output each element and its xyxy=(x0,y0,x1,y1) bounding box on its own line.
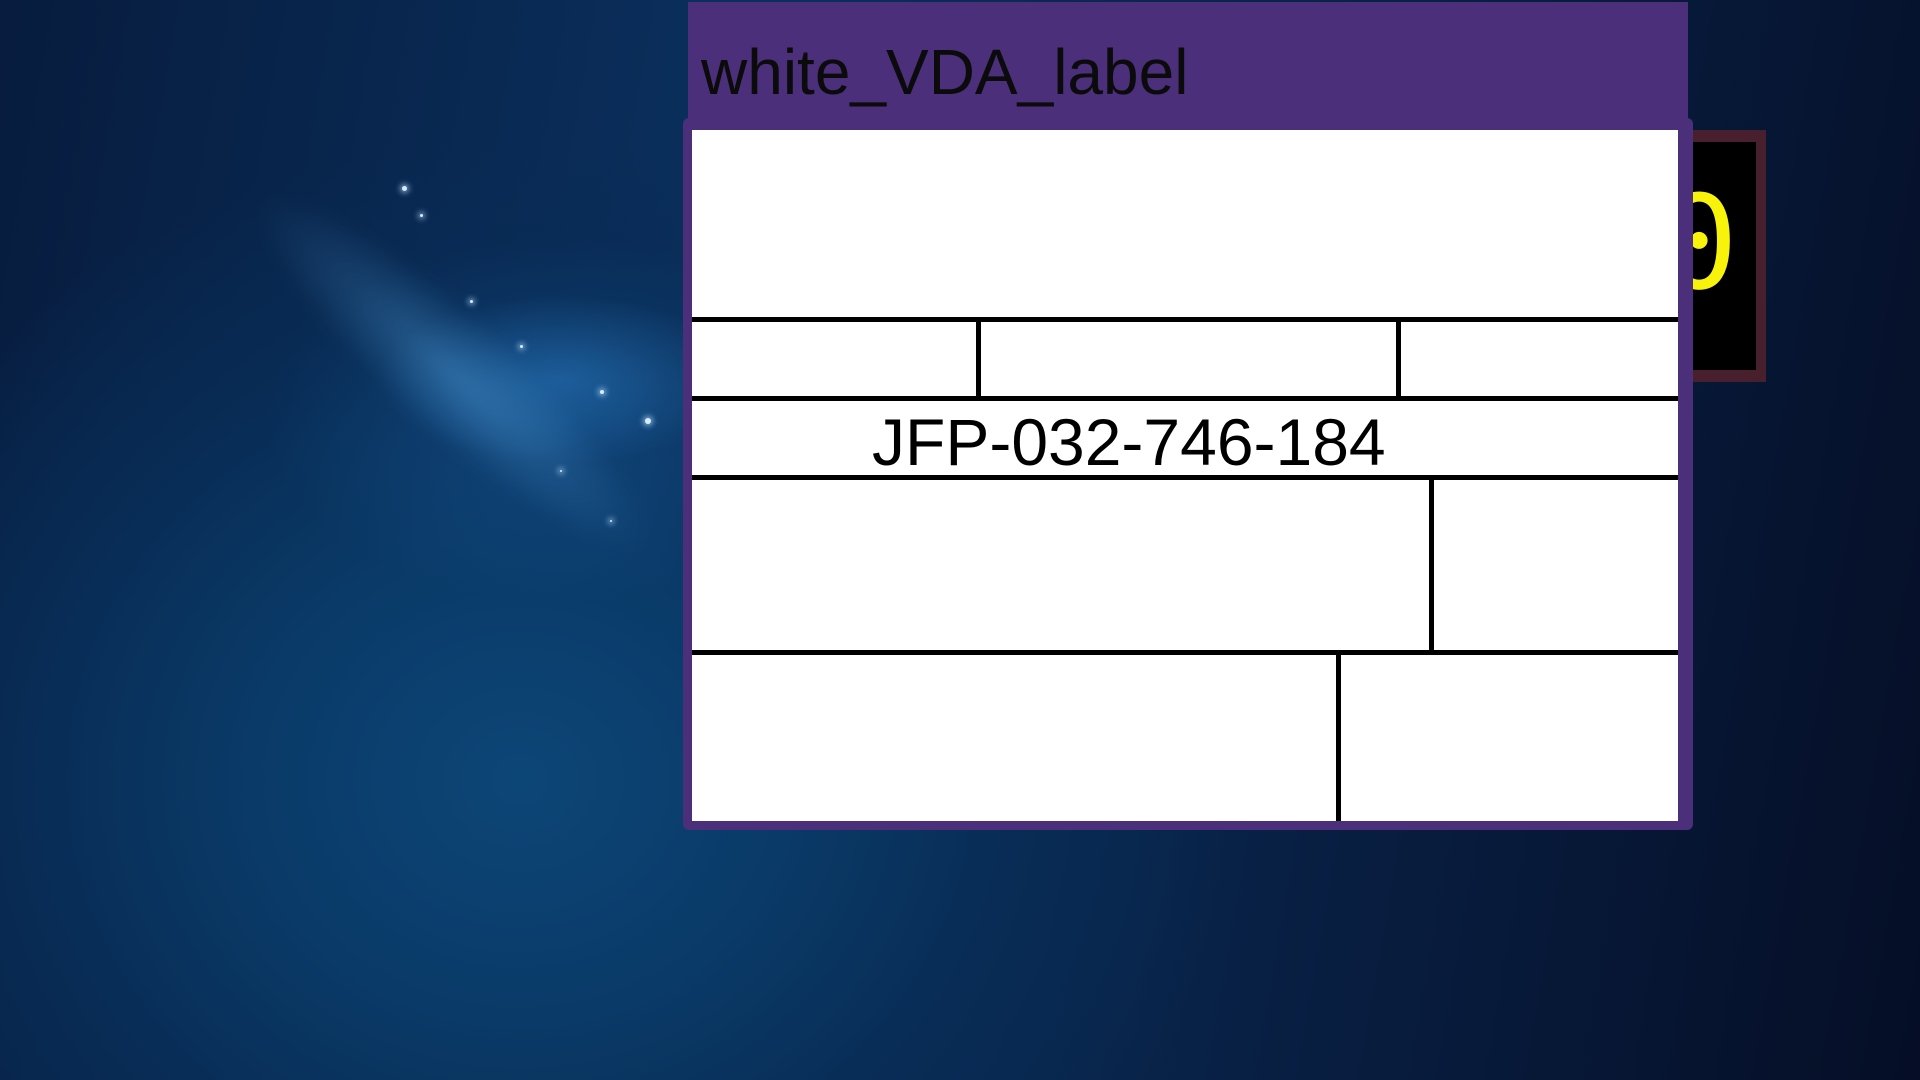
star xyxy=(420,214,423,217)
label-field-7 xyxy=(1341,655,1678,821)
label-window[interactable]: white_VDA_label JFP-032-746-184 xyxy=(683,2,1693,830)
label-frame: JFP-032-746-184 xyxy=(683,118,1693,830)
galaxy-nebula xyxy=(219,155,687,593)
label-divider xyxy=(692,475,1678,480)
label-divider xyxy=(1396,322,1401,396)
vda-label: JFP-032-746-184 xyxy=(692,130,1678,821)
label-field-5 xyxy=(1434,480,1678,650)
label-header-field xyxy=(692,130,1678,317)
label-divider xyxy=(976,322,981,396)
label-field-3 xyxy=(1401,322,1678,396)
star xyxy=(520,345,523,348)
star xyxy=(470,300,473,303)
label-field-4 xyxy=(692,480,1429,650)
window-title: white_VDA_label xyxy=(701,36,1189,108)
window-title-bar[interactable]: white_VDA_label xyxy=(688,2,1688,118)
label-field-6 xyxy=(692,655,1336,821)
star xyxy=(560,470,562,472)
label-divider xyxy=(692,650,1678,655)
star xyxy=(610,520,612,522)
label-divider xyxy=(692,317,1678,322)
star xyxy=(402,186,407,191)
star xyxy=(645,418,651,424)
label-code-text: JFP-032-746-184 xyxy=(872,405,1386,479)
star xyxy=(600,390,604,394)
label-field-2 xyxy=(981,322,1396,396)
label-code-field: JFP-032-746-184 xyxy=(692,406,1678,478)
label-divider xyxy=(1336,655,1341,821)
label-field-1 xyxy=(692,322,976,396)
label-divider xyxy=(692,396,1678,401)
label-divider xyxy=(1429,480,1434,650)
